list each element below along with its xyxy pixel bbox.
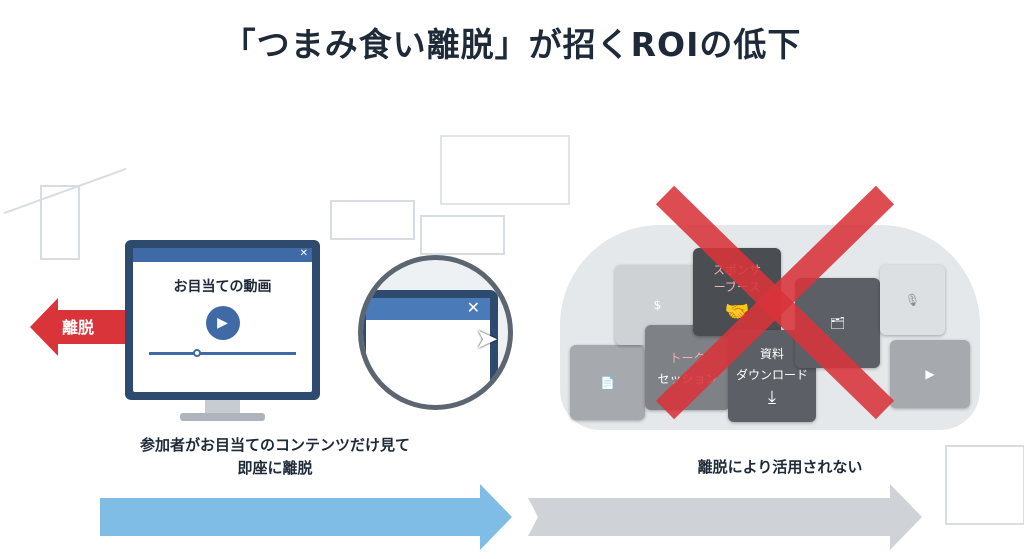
video-icon: ▶ (890, 340, 970, 408)
background-desk-right (945, 445, 1024, 525)
left-caption-line2: 即座に離脱 (237, 459, 313, 477)
monitor: ✕ お目当ての動画 ▶ (125, 240, 320, 400)
timeline-arrows (100, 484, 922, 550)
exit-label: 離脱 (62, 318, 95, 337)
talk-label-1: トーク (669, 350, 706, 365)
play-icon[interactable]: ▶ (205, 306, 240, 340)
background-desk (330, 200, 415, 240)
document-icon: 📄 (570, 345, 645, 420)
close-icon-zoomed: ✕ (366, 298, 490, 320)
background-desk (420, 215, 505, 255)
monitor-base (180, 413, 265, 421)
cursor-icon: ➤ (475, 322, 499, 355)
video-title: お目当ての動画 (173, 279, 272, 295)
page-title: 「つまみ食い離脱」が招くROIの低下 (222, 25, 802, 64)
monitor-stand (205, 400, 240, 414)
video-window: ✕ お目当ての動画 ▶ (133, 248, 312, 392)
download-tile: 資料 ダウンロード ⤓ (728, 330, 816, 422)
close-icon[interactable]: ✕ (133, 248, 312, 262)
grey-arrow (528, 484, 922, 550)
blue-arrow (100, 484, 512, 550)
download-label-2: ダウンロード (735, 367, 808, 382)
download-icon: ⤓ (768, 386, 776, 408)
microphone-icon: 🎙 (880, 265, 945, 335)
cross-icon (655, 185, 895, 420)
exit-arrow-icon (30, 298, 130, 356)
zoom-lens: ✕ ➤ (358, 255, 513, 410)
download-label-1: 資料 (759, 346, 784, 361)
left-caption: 参加者がお目当てのコンテンツだけ見て 即座に離脱 (90, 434, 460, 480)
right-caption: 離脱により活用されない (697, 458, 863, 476)
left-caption-line1: 参加者がお目当てのコンテンツだけ見て (139, 436, 410, 454)
background-door (40, 185, 80, 260)
background-window (440, 135, 570, 205)
video-progress-bar[interactable] (149, 349, 296, 357)
